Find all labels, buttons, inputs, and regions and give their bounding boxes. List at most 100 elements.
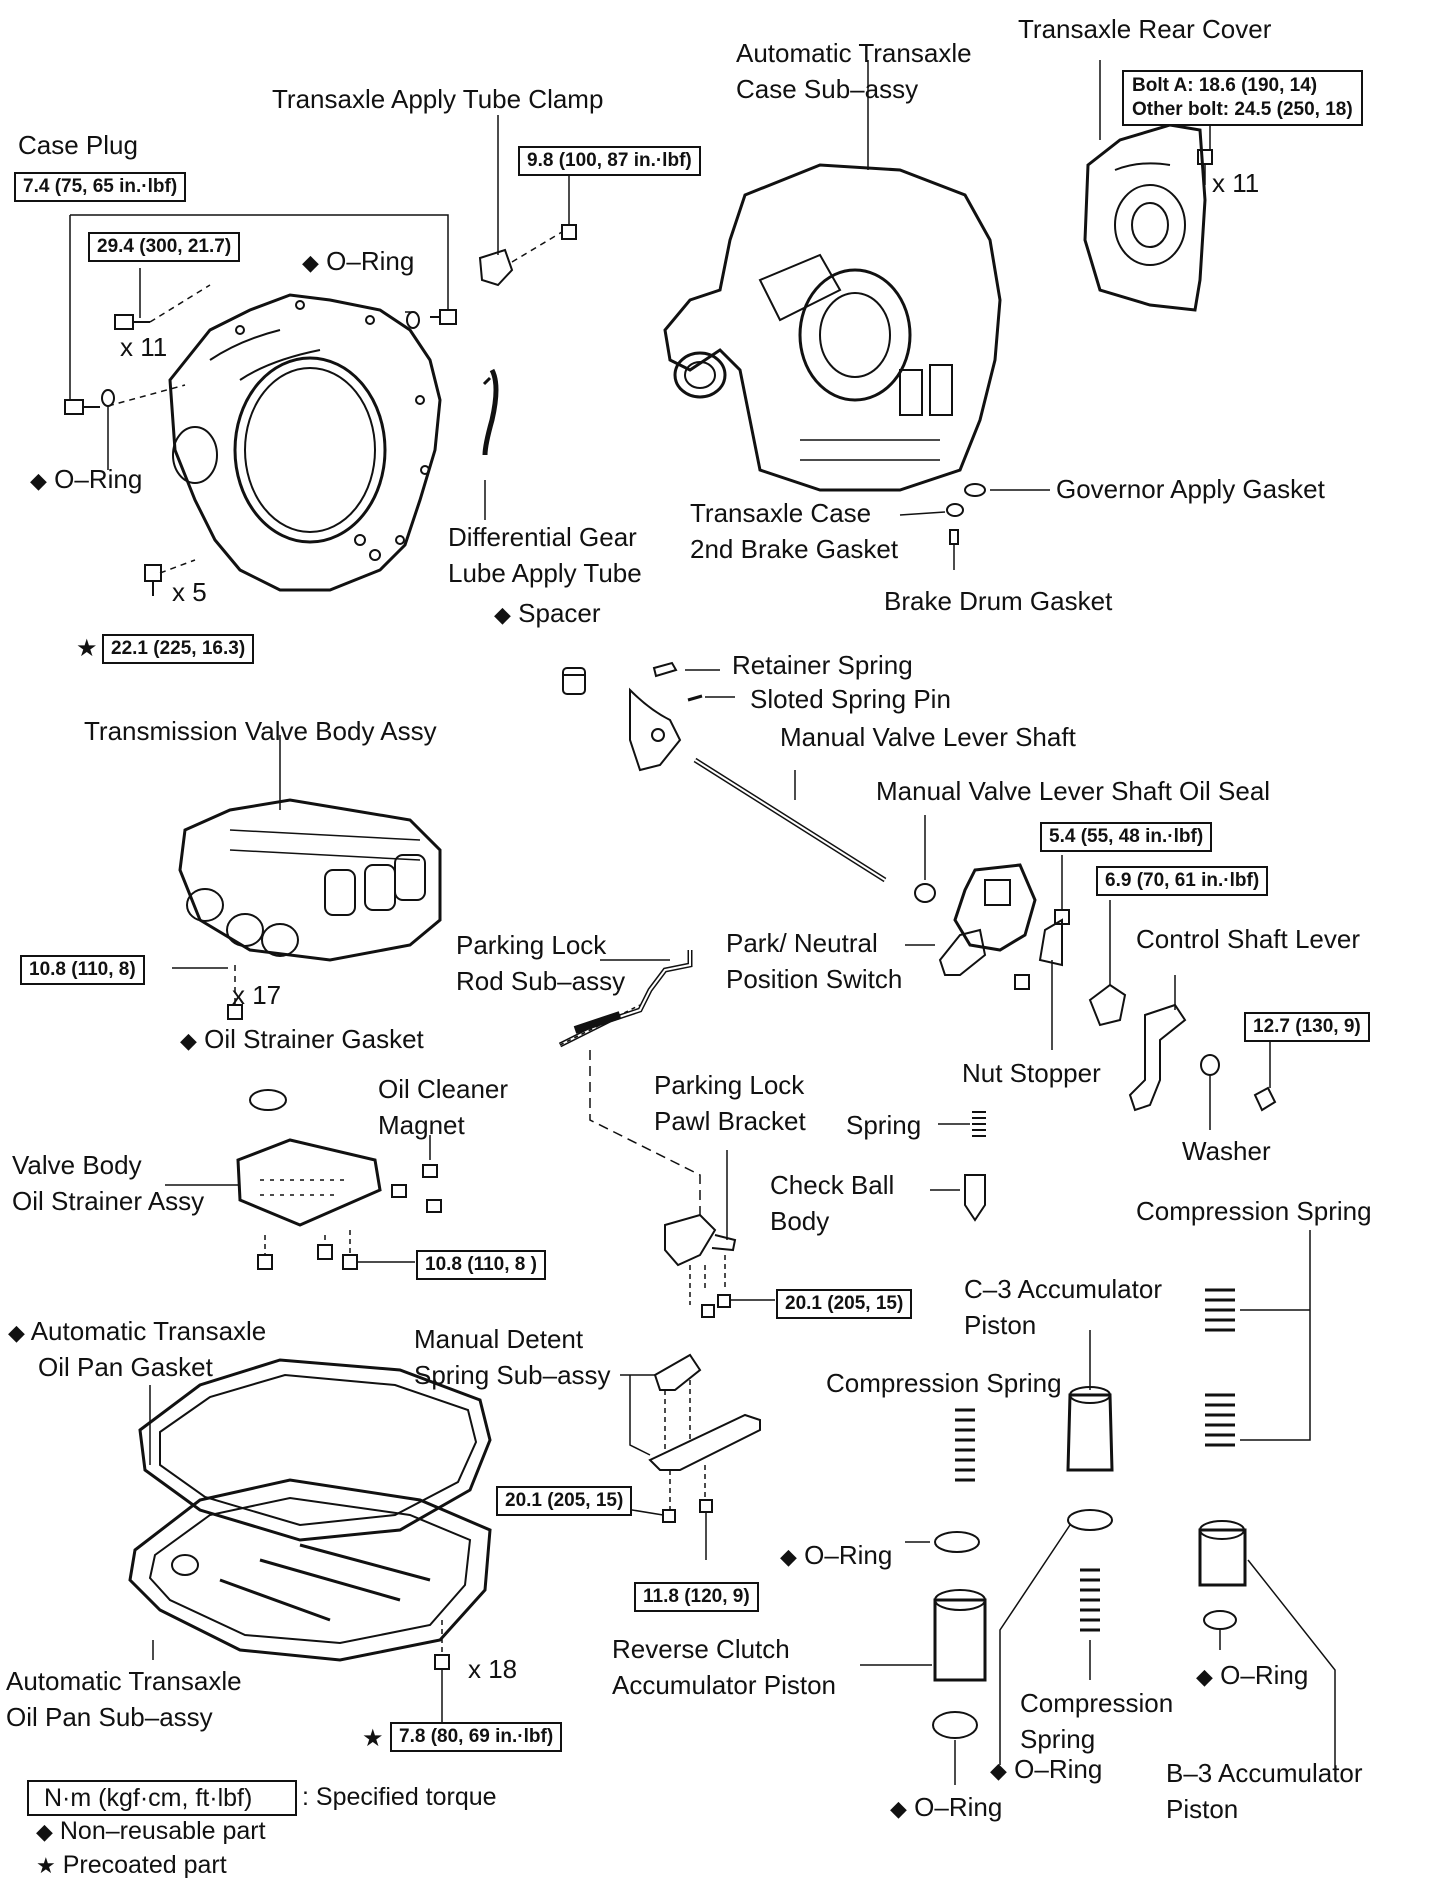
label-pan-gasket-1: ◆ Automatic Transaxle <box>8 1314 266 1350</box>
label-x18: x 18 <box>468 1654 518 1684</box>
label-pan-subassy-1: Automatic Transaxle <box>6 1666 242 1696</box>
label-oring-b1: ◆ O–Ring <box>990 1752 1102 1788</box>
label-washer: Washer <box>1182 1136 1271 1166</box>
label-oring-mid: ◆ O–Ring <box>780 1538 892 1574</box>
park-neutral-switch <box>905 855 1277 1130</box>
label-x17: x 17 <box>232 980 282 1010</box>
legend-unit-frame <box>27 1780 297 1816</box>
manual-lever-parts <box>562 661 936 903</box>
oil-strainer-gasket-text: Oil Strainer Gasket <box>204 1024 424 1054</box>
label-valve-body-assy: Transmission Valve Body Assy <box>84 716 437 746</box>
label-case-subassy-2: Case Sub–assy <box>736 74 919 104</box>
label-pan-gasket-2: Oil Pan Gasket <box>38 1352 213 1382</box>
label-x5: x 5 <box>172 577 207 607</box>
label-retainer-spring: Retainer Spring <box>732 650 913 680</box>
star-icon: ★ <box>362 1725 384 1752</box>
label-pawl-bracket-2: Pawl Bracket <box>654 1106 806 1136</box>
label-shaft-oil-seal: Manual Valve Lever Shaft Oil Seal <box>876 776 1271 806</box>
label-spring: Spring <box>846 1110 922 1140</box>
rear-cover <box>1083 60 1213 312</box>
label-detent-spring-1: Manual Detent <box>414 1324 584 1354</box>
label-manual-valve-shaft: Manual Valve Lever Shaft <box>780 722 1076 752</box>
label-case-2nd-1: Transaxle Case <box>690 498 872 528</box>
legend-non-reusable-text: Non–reusable part <box>59 1817 266 1845</box>
label-strainer-assy-1: Valve Body <box>12 1150 142 1180</box>
label-oil-cleaner-1: Oil Cleaner <box>378 1074 509 1104</box>
label-parking-rod-2: Rod Sub–assy <box>456 966 626 996</box>
torque-nut-6-9: 6.9 (70, 61 in.·lbf) <box>1096 866 1269 896</box>
diamond-icon: ◆ <box>890 1796 907 1821</box>
label-detent-spring-2: Spring Sub–assy <box>414 1360 611 1390</box>
legend-precoated: ★ Precoated part <box>36 1848 227 1883</box>
diamond-icon: ◆ <box>494 602 511 627</box>
torque-detent-20-1: 20.1 (205, 15) <box>496 1486 633 1516</box>
label-oring-right: ◆ O–Ring <box>1196 1658 1308 1694</box>
oring-mid-text: O–Ring <box>804 1540 893 1570</box>
label-b3-piston-2: Piston <box>1166 1794 1239 1824</box>
torque-bracket: 20.1 (205, 15) <box>776 1289 913 1319</box>
torque-valve-body: 10.8 (110, 8) <box>20 955 145 985</box>
oring-right-text: O–Ring <box>1220 1660 1309 1690</box>
spring-check-ball <box>930 1111 986 1222</box>
torque-rear-cover: Bolt A: 18.6 (190, 14) Other bolt: 24.5 … <box>1122 70 1363 126</box>
oil-pan <box>128 1358 492 1730</box>
valve-body <box>172 735 442 1020</box>
label-pawl-bracket-1: Parking Lock <box>654 1070 805 1100</box>
label-pan-subassy-2: Oil Pan Sub–assy <box>6 1702 213 1732</box>
label-oil-strainer-gasket: ◆ Oil Strainer Gasket <box>180 1022 424 1058</box>
label-compression-spring-b-1: Compression <box>1020 1688 1174 1718</box>
label-governor-gasket: Governor Apply Gasket <box>1056 474 1325 504</box>
diamond-icon: ◆ <box>180 1028 197 1053</box>
transaxle-housing <box>168 293 442 592</box>
label-oring-b2: ◆ O–Ring <box>890 1790 1002 1826</box>
legend-unit-box: N·m (kgf·cm, ft·lbf) <box>44 1784 253 1812</box>
label-compression-spring-right: Compression Spring <box>1136 1196 1372 1226</box>
torque-detent-11-8: 11.8 (120, 9) <box>634 1582 759 1612</box>
label-compression-spring-b-2: Spring <box>1020 1724 1096 1754</box>
label-x11-left: x 11 <box>120 332 168 362</box>
label-reverse-piston-1: Reverse Clutch <box>612 1634 790 1664</box>
label-park-switch-2: Position Switch <box>726 964 903 994</box>
label-rear-cover: Transaxle Rear Cover <box>1018 14 1272 44</box>
label-oring-left: ◆ O–Ring <box>30 462 142 498</box>
label-strainer-assy-2: Oil Strainer Assy <box>12 1186 205 1216</box>
label-oil-cleaner-2: Magnet <box>378 1110 465 1140</box>
torque-strainer: 10.8 (110, 8 ) <box>416 1250 546 1280</box>
label-spacer: ◆ Spacer <box>494 596 601 632</box>
torque-29-4: 29.4 (300, 21.7) <box>88 232 241 262</box>
label-case-subassy-1: Automatic Transaxle <box>736 38 972 68</box>
label-control-shaft-lever: Control Shaft Lever <box>1136 924 1361 954</box>
label-diff-tube-2: Lube Apply Tube <box>448 558 642 588</box>
torque-clamp: 9.8 (100, 87 in.·lbf) <box>518 146 701 176</box>
label-park-switch-1: Park/ Neutral <box>726 928 878 958</box>
transaxle-case <box>663 60 1002 492</box>
detent-spring <box>619 1353 761 1560</box>
diamond-icon: ◆ <box>990 1758 1007 1783</box>
label-c3-piston-1: C–3 Accumulator <box>964 1274 1162 1304</box>
torque-case-plug: 7.4 (75, 65 in.·lbf) <box>14 172 187 202</box>
label-x11-right: x 11 <box>1212 168 1260 198</box>
label-compression-spring-mid: Compression Spring <box>826 1368 1062 1398</box>
accumulator-parts <box>860 1230 1336 1785</box>
legend-precoated-text: Precoated part <box>62 1851 227 1879</box>
diamond-icon: ◆ <box>8 1320 25 1345</box>
oring-left-text: O–Ring <box>54 464 143 494</box>
label-c3-piston-2: Piston <box>964 1310 1037 1340</box>
label-case-2nd-2: 2nd Brake Gasket <box>690 534 899 564</box>
label-parking-rod-1: Parking Lock <box>456 930 607 960</box>
apply-tube-clamp <box>478 115 577 287</box>
label-check-ball-2: Body <box>770 1206 830 1236</box>
oring-b1-text: O–Ring <box>1014 1754 1103 1784</box>
diamond-icon: ◆ <box>30 468 47 493</box>
torque-rear-cover-other: Other bolt: 24.5 (250, 18) <box>1132 99 1353 120</box>
parking-lock-rod <box>558 950 701 1215</box>
torque-rear-cover-a: Bolt A: 18.6 (190, 14) <box>1132 75 1318 96</box>
label-check-ball-1: Check Ball <box>770 1170 895 1200</box>
diff-lube-tube <box>482 368 499 520</box>
label-b3-piston-1: B–3 Accumulator <box>1166 1758 1363 1788</box>
diamond-icon: ◆ <box>780 1544 797 1569</box>
pan-gasket-text: Automatic Transaxle <box>30 1316 267 1346</box>
label-oring-top: ◆ O–Ring <box>302 244 414 280</box>
oring-top-text: O–Ring <box>326 246 415 276</box>
legend-non-reusable: ◆ Non–reusable part <box>36 1814 266 1849</box>
